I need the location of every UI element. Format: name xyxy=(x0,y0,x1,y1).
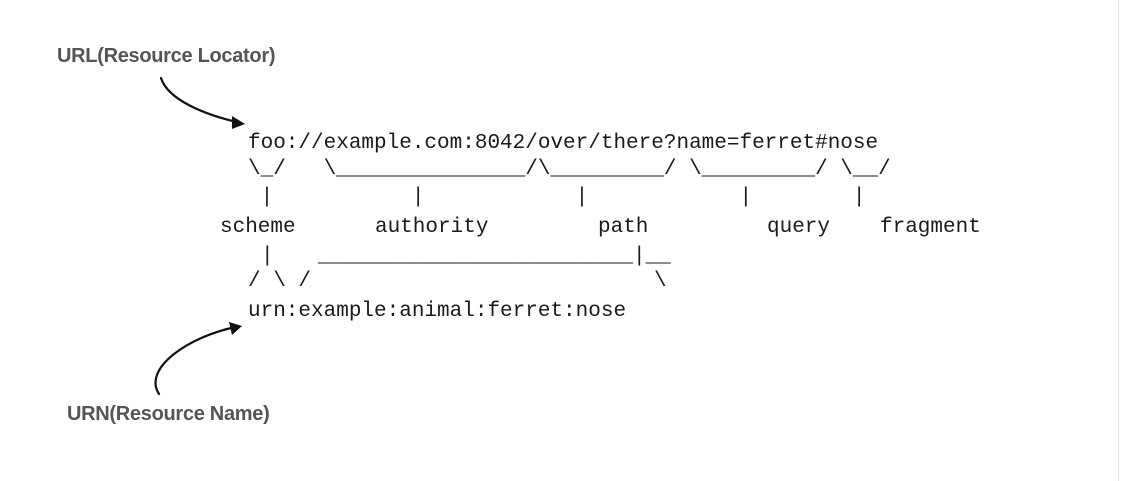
urn-scheme-pipe: | xyxy=(261,245,274,268)
component-fragment: fragment xyxy=(880,216,981,239)
urn-label: URN(Resource Name) xyxy=(67,403,270,425)
urn-branch-backslash: \ xyxy=(654,270,667,293)
component-query: query xyxy=(767,216,831,239)
url-label: URL(Resource Locator) xyxy=(57,45,276,67)
component-authority: authority xyxy=(375,216,489,239)
url-example: foo://example.com:8042/over/there?name=f… xyxy=(248,132,879,155)
url-connector-pipes: | | | | | xyxy=(248,186,866,209)
urn-example: urn:example:animal:ferret:nose xyxy=(248,300,627,323)
url-callout-arrow xyxy=(159,76,245,129)
urn-branch-marks: / \ / xyxy=(248,270,312,293)
url-underline-marks: \_/ \_______________/\_________/ \______… xyxy=(248,158,891,181)
urn-path-connector: _________________________|__ xyxy=(318,245,671,268)
component-scheme: scheme xyxy=(220,216,296,239)
page-edge-divider xyxy=(1118,0,1119,481)
component-path: path xyxy=(598,216,649,239)
urn-callout-arrow xyxy=(154,322,242,396)
